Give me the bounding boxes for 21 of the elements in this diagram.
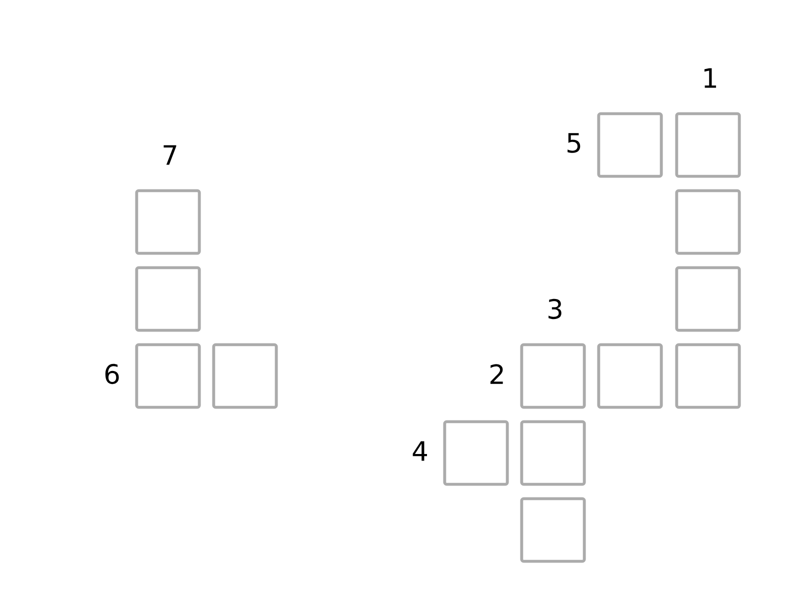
clue-number: 1 [704,68,716,88]
grid-cell [675,189,741,255]
grid-cell [212,343,278,409]
grid-cell [135,189,201,255]
grid-cell [135,266,201,332]
grid-cell [520,497,586,563]
grid-cell [675,266,741,332]
grid-cell [675,343,741,409]
grid-cell [520,420,586,486]
clue-number: 7 [164,145,176,165]
grid-cell [597,343,663,409]
clue-number: 3 [548,298,562,320]
grid-cell [135,343,201,409]
grid-cell [597,112,663,178]
clue-number: 5 [568,133,580,153]
clue-number: 6 [105,364,119,384]
clue-number: 2 [490,364,503,384]
grid-cell [675,112,741,178]
clue-number: 4 [412,441,427,461]
grid-cell [443,420,509,486]
grid-cell [520,343,586,409]
